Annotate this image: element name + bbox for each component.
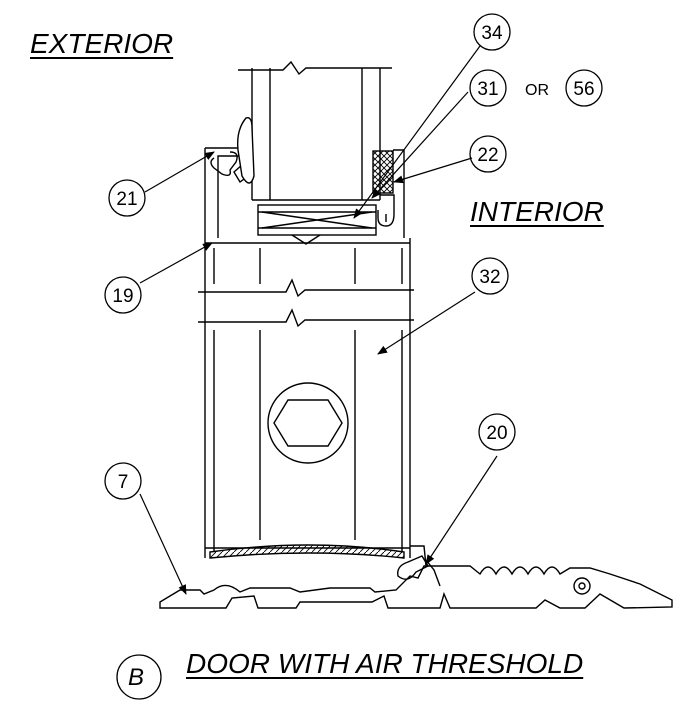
callout-56-text: 56 <box>573 79 594 100</box>
setting-block <box>257 204 377 245</box>
callout-34-circle <box>473 13 511 51</box>
detail-letter-circle <box>116 654 162 700</box>
callout-22-text: 22 <box>477 145 498 166</box>
callout-21-text: 21 <box>116 189 137 210</box>
bottom-rail <box>198 238 414 559</box>
callout-31-text: 31 <box>477 79 498 100</box>
callout-22-circle <box>469 135 507 173</box>
or-text: OR <box>525 82 549 99</box>
callout-7-circle <box>104 462 142 500</box>
callout-32-circle <box>471 257 509 295</box>
glazing-bead-interior <box>372 149 405 238</box>
air-threshold <box>159 565 673 609</box>
callout-31-circle <box>469 69 507 107</box>
drawing-title: DOOR WITH AIR THRESHOLD <box>186 648 584 679</box>
interior-label: INTERIOR <box>470 196 604 227</box>
callout-7-text: 7 <box>118 472 129 493</box>
glass-lite <box>238 60 392 201</box>
detail-letter: B <box>128 664 145 691</box>
exterior-label: EXTERIOR <box>30 28 174 59</box>
leader-lines <box>139 45 498 595</box>
glazing-stop-exterior <box>204 117 255 238</box>
callout-20-text: 20 <box>486 423 507 444</box>
callout-32-text: 32 <box>479 267 500 288</box>
callout-20-circle <box>478 413 516 451</box>
callout-56-circle <box>565 69 603 107</box>
callout-34-text: 34 <box>481 23 503 44</box>
callout-circles <box>104 13 603 700</box>
callout-21-circle <box>108 179 146 217</box>
callout-19-circle <box>104 276 142 314</box>
callout-19-text: 19 <box>112 286 133 307</box>
